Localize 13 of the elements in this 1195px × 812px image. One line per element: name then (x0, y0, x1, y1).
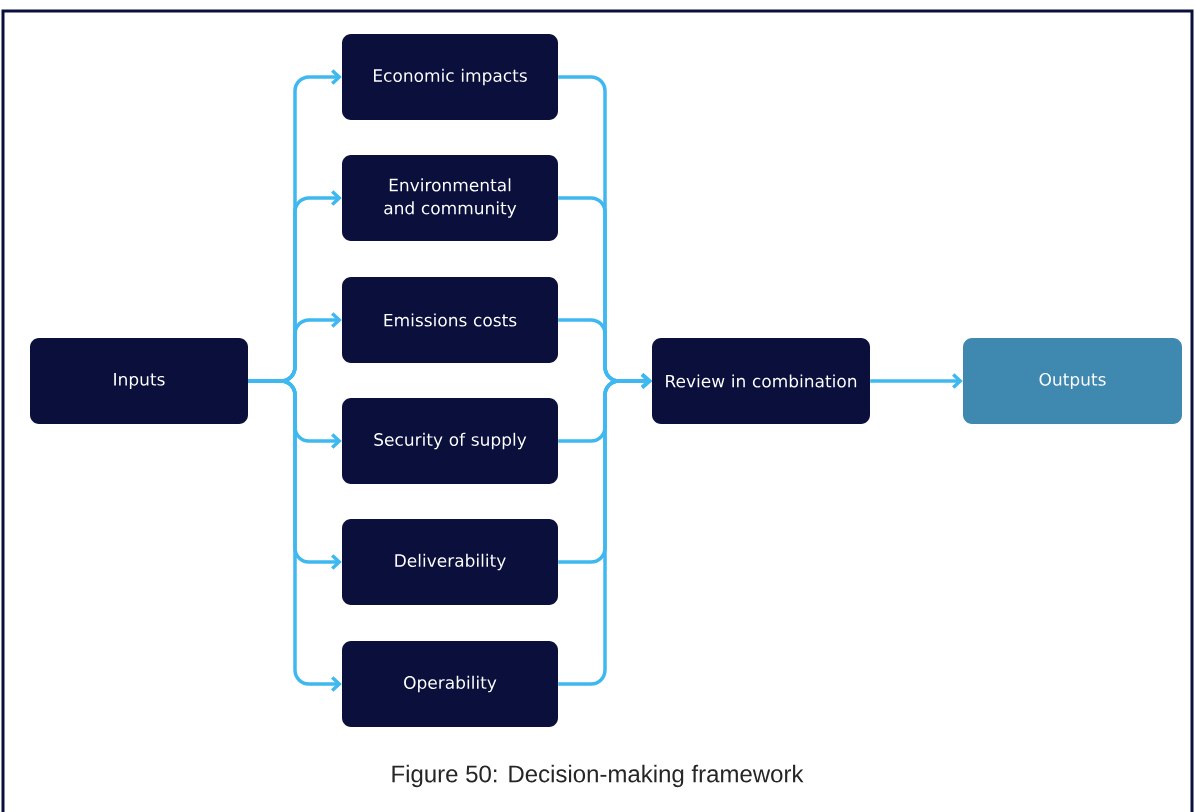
process-box: Security of supply (342, 398, 558, 484)
process-box: Outputs (963, 338, 1182, 424)
arrow (870, 373, 963, 389)
process-box: Operability (342, 641, 558, 727)
process-box: Review in combination (652, 338, 870, 424)
process-box: Economic impacts (342, 34, 558, 120)
caption: Figure 50: Decision-making framework (392, 764, 804, 788)
arrow (558, 373, 652, 686)
process-box: Deliverability (342, 519, 558, 605)
process-box: Environmental and community (342, 155, 558, 241)
process-box: Emissions costs (342, 277, 558, 363)
arrow (248, 379, 342, 692)
process-box: Inputs (30, 338, 248, 424)
